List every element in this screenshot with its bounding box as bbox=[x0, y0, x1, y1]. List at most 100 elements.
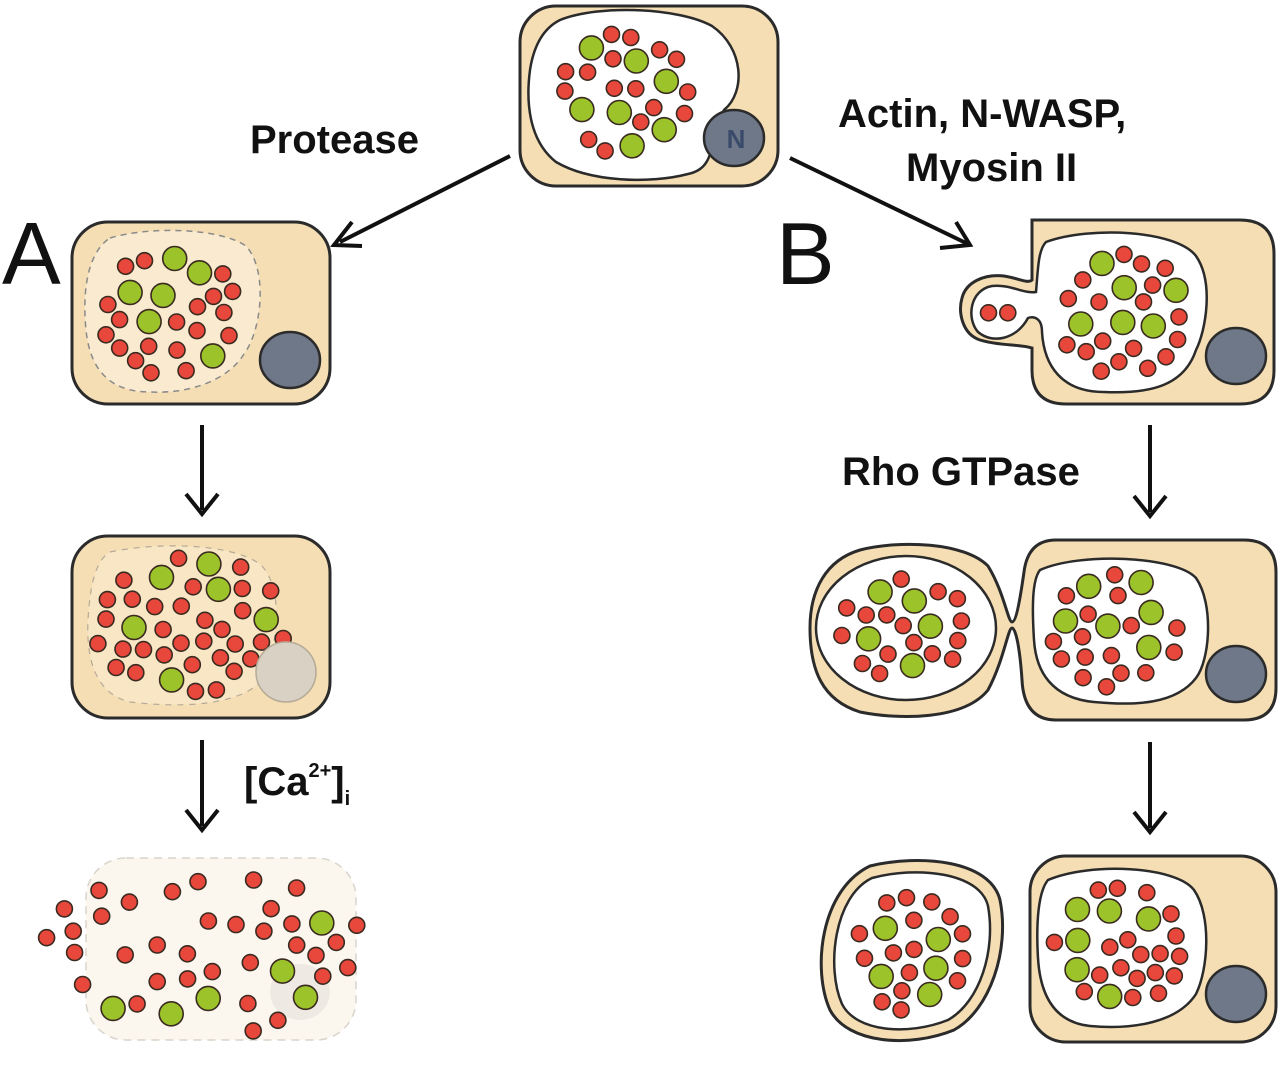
red-granule bbox=[145, 597, 164, 616]
red-granule bbox=[1090, 966, 1109, 984]
green-granule bbox=[1135, 906, 1162, 932]
red-granule bbox=[127, 663, 145, 682]
red-granule bbox=[870, 664, 889, 683]
red-granule bbox=[262, 899, 280, 918]
red-granule bbox=[239, 994, 257, 1013]
red-granule bbox=[90, 881, 108, 900]
red-granule bbox=[89, 634, 107, 653]
red-granule bbox=[347, 916, 366, 935]
red-granule bbox=[211, 648, 230, 667]
nucleus bbox=[702, 108, 766, 168]
arrow-head bbox=[1132, 494, 1168, 520]
red-granule bbox=[183, 655, 202, 674]
red-granule bbox=[953, 924, 972, 943]
cell-b2-right-granules bbox=[1044, 565, 1186, 696]
green-granule bbox=[1138, 599, 1164, 626]
red-granule bbox=[1157, 347, 1175, 366]
red-granule bbox=[892, 1001, 910, 1019]
red-granule bbox=[923, 644, 942, 663]
green-granule bbox=[901, 588, 928, 614]
red-granule bbox=[233, 601, 252, 620]
red-granule bbox=[855, 949, 874, 968]
actin-label-line2: Myosin II bbox=[906, 146, 1078, 190]
green-granule bbox=[855, 625, 882, 652]
red-granule bbox=[952, 612, 971, 630]
red-granule bbox=[998, 303, 1017, 322]
red-granule bbox=[1168, 330, 1187, 349]
cell-b1 bbox=[959, 218, 1276, 406]
red-granule bbox=[287, 936, 306, 954]
red-granule bbox=[195, 632, 213, 651]
green-granule bbox=[308, 910, 335, 936]
red-granule bbox=[1115, 245, 1133, 264]
red-granule bbox=[602, 25, 621, 44]
red-granule bbox=[1101, 938, 1119, 957]
red-granule bbox=[873, 992, 891, 1011]
red-granule bbox=[1044, 632, 1063, 651]
red-granule bbox=[675, 104, 694, 123]
red-granule bbox=[1045, 933, 1064, 952]
green-granule bbox=[606, 99, 633, 126]
red-granule bbox=[605, 79, 624, 98]
nucleus bbox=[1204, 964, 1268, 1024]
red-granule bbox=[307, 946, 325, 965]
arrow-head bbox=[184, 808, 220, 834]
red-granule bbox=[116, 257, 135, 276]
red-granule bbox=[269, 1011, 287, 1030]
red-granule bbox=[948, 631, 967, 650]
red-granule bbox=[579, 130, 598, 149]
red-granule bbox=[169, 549, 188, 568]
cell-a3-lysed bbox=[37, 857, 366, 1041]
red-granule bbox=[857, 606, 876, 624]
green-granule bbox=[1163, 277, 1189, 304]
red-granule bbox=[135, 251, 154, 270]
red-granule bbox=[905, 940, 923, 959]
red-granule bbox=[1124, 988, 1142, 1007]
green-granule bbox=[653, 68, 680, 95]
red-granule bbox=[833, 626, 851, 645]
arrow-head bbox=[1132, 810, 1168, 836]
green-granule bbox=[117, 279, 143, 306]
green-granule bbox=[1095, 613, 1121, 639]
green-granule bbox=[916, 981, 943, 1008]
red-granule bbox=[1143, 276, 1162, 294]
red-granule bbox=[261, 581, 280, 600]
red-granule bbox=[556, 62, 575, 81]
top-cell-granules bbox=[556, 25, 697, 160]
red-granule bbox=[1170, 947, 1189, 966]
red-granule bbox=[120, 893, 139, 911]
red-granule bbox=[115, 571, 133, 590]
red-granule bbox=[556, 82, 574, 100]
red-granule bbox=[1105, 565, 1124, 584]
green-granule bbox=[867, 579, 893, 605]
arrows bbox=[184, 154, 1168, 836]
red-granule bbox=[313, 967, 332, 986]
red-granule bbox=[1074, 668, 1092, 687]
red-granule bbox=[1146, 963, 1165, 982]
cell-a3-granules bbox=[37, 871, 366, 1040]
red-granule bbox=[116, 946, 134, 964]
protease-label: Protease bbox=[250, 118, 419, 162]
green-granule bbox=[161, 245, 188, 272]
green-granule bbox=[578, 35, 605, 61]
top-cell: N bbox=[518, 4, 780, 188]
red-granule bbox=[922, 893, 941, 911]
red-granule bbox=[255, 922, 273, 941]
red-granule bbox=[626, 80, 645, 98]
green-granule bbox=[1089, 250, 1115, 277]
green-granule bbox=[269, 958, 296, 984]
red-granule bbox=[1165, 643, 1183, 662]
green-granule bbox=[923, 955, 949, 982]
red-granule bbox=[853, 654, 872, 673]
red-granule bbox=[241, 953, 260, 972]
red-granule bbox=[1132, 945, 1150, 964]
green-granule bbox=[623, 48, 650, 74]
red-granule bbox=[905, 911, 923, 930]
cell-b3-vesicle-granules bbox=[850, 888, 972, 1019]
red-granule bbox=[99, 295, 117, 314]
red-granule bbox=[172, 597, 191, 616]
red-granule bbox=[128, 995, 146, 1013]
red-granule bbox=[900, 963, 919, 982]
red-granule bbox=[97, 610, 115, 628]
